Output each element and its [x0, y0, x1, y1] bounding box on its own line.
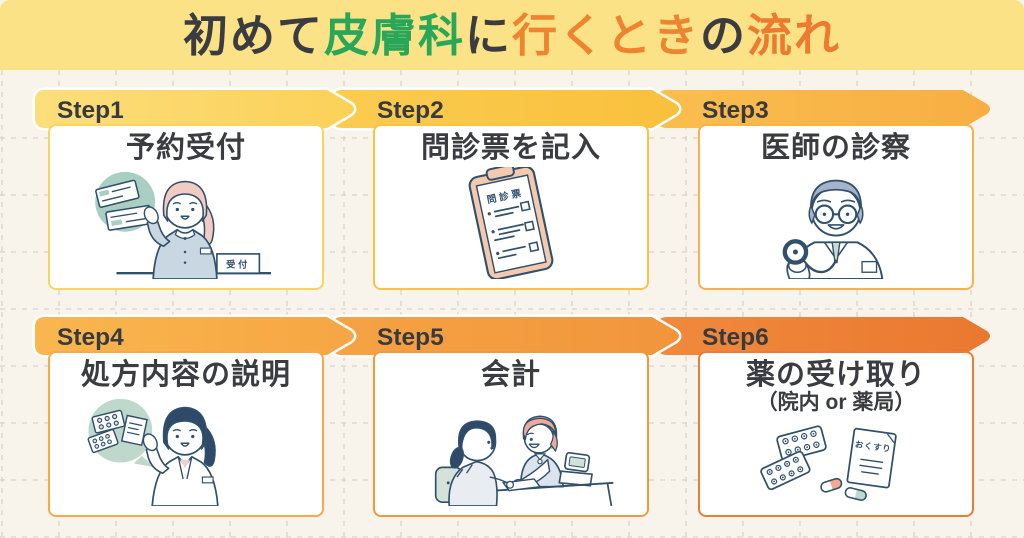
step-4-title: 処方内容の説明 [80, 359, 291, 391]
step-6-label: Step6 [702, 324, 769, 351]
step-3-card: 医師の診察 [698, 124, 974, 290]
step-2-banner: Step2 [329, 87, 682, 131]
step-5-label: Step5 [377, 324, 444, 351]
title-segment: 初めて [182, 9, 324, 61]
title-segment: 皮膚科 [323, 9, 465, 61]
step-1-title: 予約受付 [125, 132, 246, 164]
step-2: Step2 問診票を記入 問診票 [329, 87, 682, 330]
step-5-title: 会計 [480, 359, 541, 391]
questionnaire-clipboard-illustration: 問診票 [468, 167, 554, 279]
title-segment: 流れ [747, 9, 842, 61]
step-3-title: 医師の診察 [760, 132, 911, 164]
step-5-card: 会計 [373, 351, 649, 517]
step-1-banner: Step1 [32, 87, 357, 131]
payment-at-counter-illustration [434, 415, 614, 506]
title-segment: に [464, 9, 512, 61]
step-2-title: 問診票を記入 [420, 132, 601, 164]
reception-sign-label: 受付 [226, 258, 250, 269]
step-4-banner: Step4 [32, 314, 357, 358]
step-6-subtitle: （院内 or 薬局） [756, 391, 916, 414]
header-band: 初めて皮膚科に行くときの流れ [0, 0, 1024, 70]
step-6-card: 薬の受け取り （院内 or 薬局） おくすり [698, 351, 974, 517]
step-1-card: 予約受付 [48, 124, 324, 290]
medicine-bag-and-pills-illustration: おくすり [759, 425, 897, 501]
doctor-with-stethoscope-illustration [782, 179, 884, 279]
step-2-card: 問診票を記入 問診票 [373, 124, 649, 290]
step-6-title: 薬の受け取り [745, 359, 926, 391]
pharmacist-explaining-medicine-illustration [87, 398, 219, 506]
step-6: Step6 薬の受け取り （院内 or 薬局） おくすり [657, 317, 997, 538]
step-1: Step1 予約受付 [32, 87, 375, 330]
step-6-banner: Step6 [657, 317, 990, 355]
step-5-banner: Step5 [329, 314, 682, 358]
page-title: 初めて皮膚科に行くときの流れ [183, 13, 841, 58]
step-4-card: 処方内容の説明 [48, 351, 324, 517]
step-3-banner: Step3 [657, 90, 990, 128]
step-3-label: Step3 [702, 97, 769, 124]
step-3: Step3 医師の診察 [657, 90, 997, 330]
title-segment: の [700, 9, 748, 61]
step-4-label: Step4 [57, 324, 124, 351]
step-5: Step5 会計 [329, 314, 682, 538]
receptionist-at-counter-illustration: 受付 [95, 171, 271, 279]
step-2-label: Step2 [377, 97, 444, 124]
step-1-label: Step1 [57, 97, 124, 124]
title-segment: 行くとき [512, 9, 701, 61]
step-4: Step4 処方内容の説明 [32, 314, 375, 538]
